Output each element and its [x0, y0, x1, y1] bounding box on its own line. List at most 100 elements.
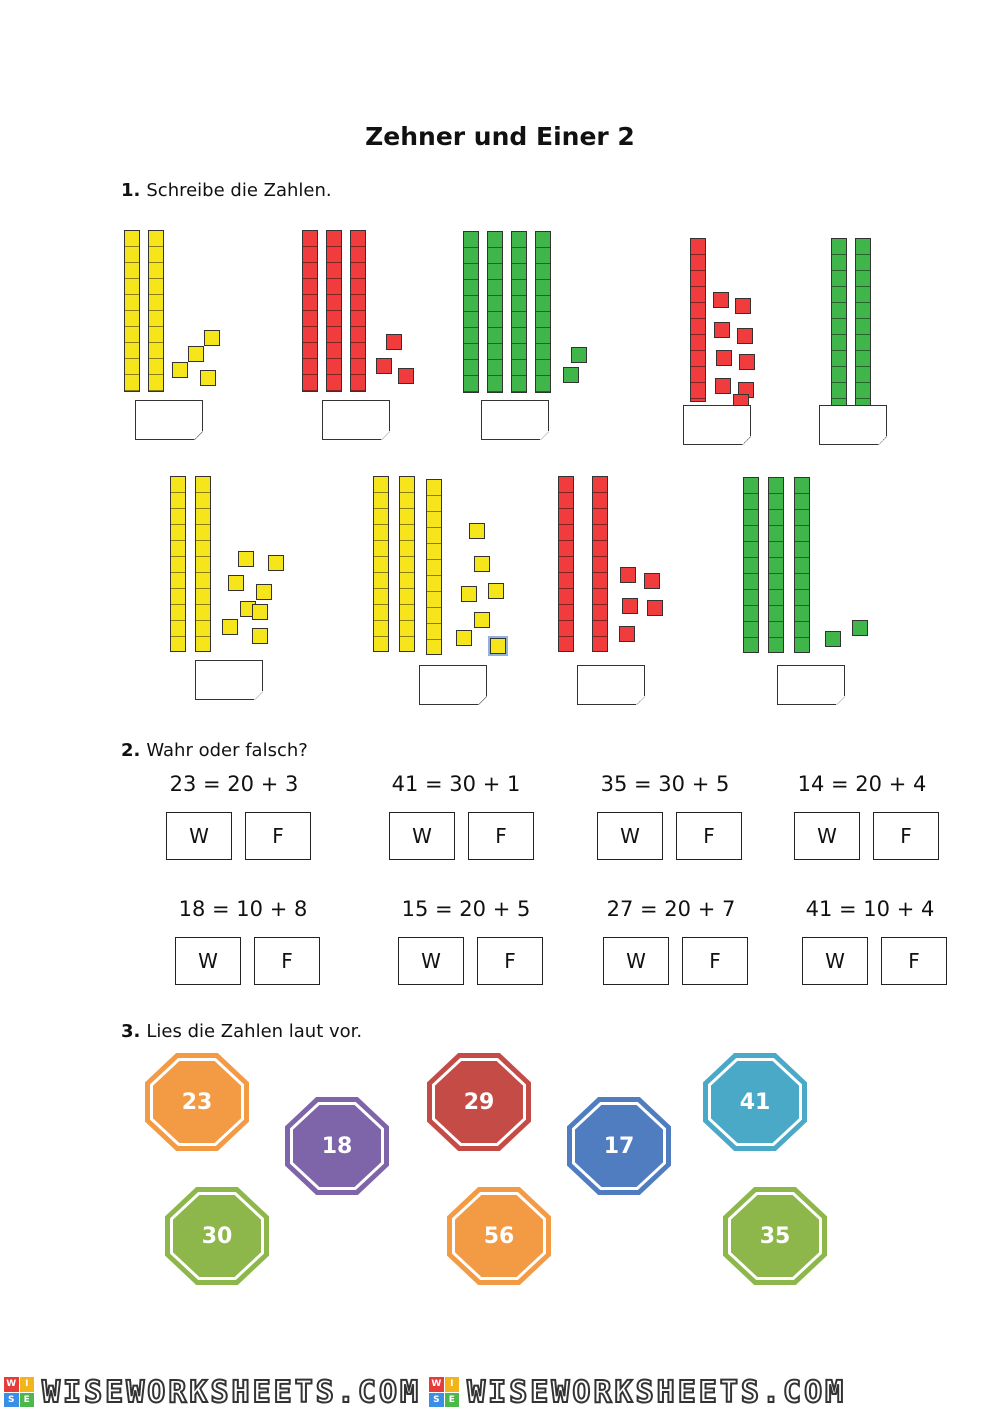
false-button[interactable]: F — [477, 937, 543, 985]
true-button[interactable]: W — [794, 812, 860, 860]
unit-cube — [252, 604, 268, 620]
unit-cube — [737, 328, 753, 344]
false-button[interactable]: F — [873, 812, 939, 860]
ten-rod — [302, 230, 318, 392]
true-button[interactable]: W — [603, 937, 669, 985]
unit-cube — [456, 630, 472, 646]
octagon-number: 18 — [293, 1105, 381, 1187]
number-octagon[interactable]: 29 — [427, 1053, 531, 1151]
false-button[interactable]: F — [881, 937, 947, 985]
unit-cube — [268, 555, 284, 571]
answer-box[interactable] — [819, 405, 887, 445]
unit-cube — [622, 598, 638, 614]
answer-box[interactable] — [195, 660, 263, 700]
equation: 15 = 20 + 5 — [401, 897, 531, 921]
true-button[interactable]: W — [398, 937, 464, 985]
wiseworksheets-logo-icon: W I S E — [429, 1377, 460, 1407]
octagon-number: 41 — [711, 1061, 799, 1143]
ten-rod — [124, 230, 140, 392]
unit-cube — [474, 612, 490, 628]
unit-cube — [488, 636, 508, 656]
equation: 41 = 10 + 4 — [805, 897, 935, 921]
unit-cube — [716, 350, 732, 366]
equation: 23 = 20 + 3 — [169, 772, 299, 796]
false-button[interactable]: F — [682, 937, 748, 985]
true-button[interactable]: W — [389, 812, 455, 860]
ten-rod — [511, 231, 527, 393]
unit-cube — [228, 575, 244, 591]
ten-rod — [463, 231, 479, 393]
answer-box[interactable] — [135, 400, 203, 440]
number-octagon[interactable]: 18 — [285, 1097, 389, 1195]
true-button[interactable]: W — [175, 937, 241, 985]
number-octagon[interactable]: 56 — [447, 1187, 551, 1285]
answer-box[interactable] — [322, 400, 390, 440]
false-button[interactable]: F — [254, 937, 320, 985]
equation: 27 = 20 + 7 — [606, 897, 736, 921]
section-2-number: 2. — [121, 740, 141, 761]
true-button[interactable]: W — [597, 812, 663, 860]
number-octagon[interactable]: 23 — [145, 1053, 249, 1151]
false-button[interactable]: F — [468, 812, 534, 860]
section-1-label: Schreibe die Zahlen. — [146, 180, 332, 201]
number-octagon[interactable]: 17 — [567, 1097, 671, 1195]
unit-cube — [188, 346, 204, 362]
true-button[interactable]: W — [802, 937, 868, 985]
true-button[interactable]: W — [166, 812, 232, 860]
equation: 18 = 10 + 8 — [178, 897, 308, 921]
unit-cube — [735, 298, 751, 314]
section-2-label: Wahr oder falsch? — [146, 740, 308, 761]
ten-rod — [487, 231, 503, 393]
ten-rod — [592, 476, 608, 652]
unit-cube — [256, 584, 272, 600]
ten-rod — [558, 476, 574, 652]
unit-cube — [238, 551, 254, 567]
false-button[interactable]: F — [676, 812, 742, 860]
unit-cube — [204, 330, 220, 346]
unit-cube — [172, 362, 188, 378]
unit-cube — [715, 378, 731, 394]
answer-box[interactable] — [419, 665, 487, 705]
ten-rod — [399, 476, 415, 652]
number-octagon[interactable]: 41 — [703, 1053, 807, 1151]
false-button[interactable]: F — [245, 812, 311, 860]
unit-cube — [825, 631, 841, 647]
octagon-number: 23 — [153, 1061, 241, 1143]
unit-cube — [222, 619, 238, 635]
ten-rod — [831, 238, 847, 406]
watermark-text: WISEWORKSHEETS.COM — [41, 1374, 422, 1411]
answer-box[interactable] — [481, 400, 549, 440]
number-octagon[interactable]: 30 — [165, 1187, 269, 1285]
octagon-number: 17 — [575, 1105, 663, 1187]
answer-box[interactable] — [777, 665, 845, 705]
unit-cube — [398, 368, 414, 384]
equation: 14 = 20 + 4 — [797, 772, 927, 796]
ten-rod — [170, 476, 186, 652]
ten-rod — [855, 238, 871, 406]
unit-cube — [474, 556, 490, 572]
unit-cube — [461, 586, 477, 602]
unit-cube — [386, 334, 402, 350]
ten-rod — [794, 477, 810, 653]
octagon-number: 29 — [435, 1061, 523, 1143]
ten-rod — [195, 476, 211, 652]
unit-cube — [644, 573, 660, 589]
wiseworksheets-logo-icon: W I S E — [4, 1377, 34, 1407]
section-1-heading: 1.Schreibe die Zahlen. — [121, 180, 332, 201]
equation: 41 = 30 + 1 — [391, 772, 521, 796]
ten-rod — [350, 230, 366, 392]
unit-cube — [647, 600, 663, 616]
answer-box[interactable] — [683, 405, 751, 445]
section-2-heading: 2.Wahr oder falsch? — [121, 740, 308, 761]
unit-cube — [739, 354, 755, 370]
unit-cube — [620, 567, 636, 583]
number-octagon[interactable]: 35 — [723, 1187, 827, 1285]
unit-cube — [469, 523, 485, 539]
unit-cube — [852, 620, 868, 636]
ten-rod — [326, 230, 342, 392]
unit-cube — [714, 322, 730, 338]
unit-cube — [376, 358, 392, 374]
ten-rod — [768, 477, 784, 653]
footer-watermark: W I S E WISEWORKSHEETS.COM W I S E WISEW… — [0, 1374, 1000, 1411]
answer-box[interactable] — [577, 665, 645, 705]
